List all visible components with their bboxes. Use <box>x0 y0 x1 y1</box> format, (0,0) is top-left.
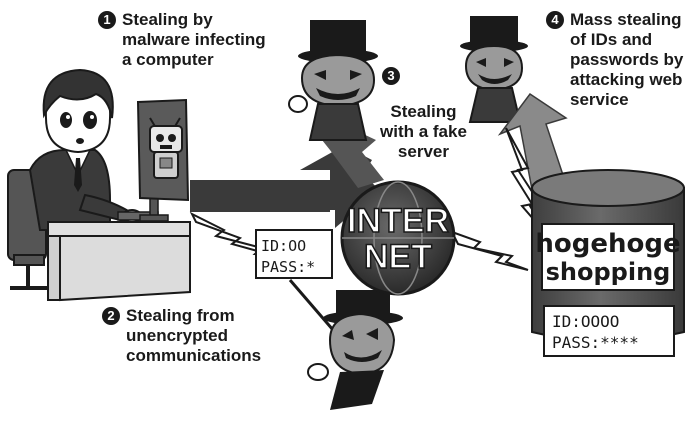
internet-label-line1: INTER <box>347 202 449 240</box>
caption-4-line4: attacking web <box>570 70 683 89</box>
caption-1-line3: a computer <box>122 50 214 69</box>
flag-card <box>255 229 333 279</box>
caption-1: 1 Stealing by malware infecting a compute… <box>98 10 266 70</box>
lightning-bolt-icon <box>449 230 529 271</box>
caption-2-number: 2 <box>102 307 120 325</box>
shopping-server-icon <box>531 169 685 342</box>
caption-1-line2: malware infecting <box>122 30 266 49</box>
caption-4-number: 4 <box>546 11 564 29</box>
caption-3-number-wrap: 3 <box>382 66 406 86</box>
shop-label-line2: shopping <box>546 258 671 286</box>
caption-4: 4 Mass stealing of IDs and passwords by a… <box>546 10 683 110</box>
caption-4-line1: Mass stealing <box>570 10 682 29</box>
pumpkin-thief-icon <box>288 20 378 141</box>
internet-globe-icon <box>340 180 456 296</box>
caption-3-line3: server <box>397 142 449 161</box>
flag-card-id: ID:OO <box>261 237 306 255</box>
arrow-up-icon <box>318 126 384 188</box>
server-card-id: ID:OOOO <box>552 312 619 331</box>
internet-label-line2: NET <box>364 238 432 276</box>
caption-2-line1: Stealing from <box>126 306 235 325</box>
caption-4-line2: of IDs and <box>570 30 653 49</box>
flag-card-pass: PASS:* <box>261 258 315 276</box>
caption-3-line2: with a fake <box>380 122 467 141</box>
caption-3-line1: Stealing <box>390 102 457 121</box>
caption-1-number: 1 <box>98 11 116 29</box>
caption-2: 2 Stealing from unencrypted communication… <box>102 306 261 366</box>
caption-1-line1: Stealing by <box>122 10 213 29</box>
caption-4-line5: service <box>570 90 629 109</box>
caption-3: Stealing with a fake server <box>380 102 467 162</box>
server-card <box>543 305 675 357</box>
caption-2-line3: communications <box>126 346 262 365</box>
caption-4-line3: passwords by <box>570 50 684 69</box>
caption-3-number: 3 <box>382 67 400 85</box>
robot-malware-icon <box>149 117 183 179</box>
person-at-computer-icon <box>7 68 191 302</box>
caption-2-line2: unencrypted <box>126 326 229 345</box>
pumpkin-thief-icon <box>307 290 403 410</box>
shop-label-line1: hogehoge <box>535 229 680 259</box>
server-card-pass: PASS:**** <box>552 333 639 352</box>
pumpkin-thief-icon <box>460 16 528 123</box>
